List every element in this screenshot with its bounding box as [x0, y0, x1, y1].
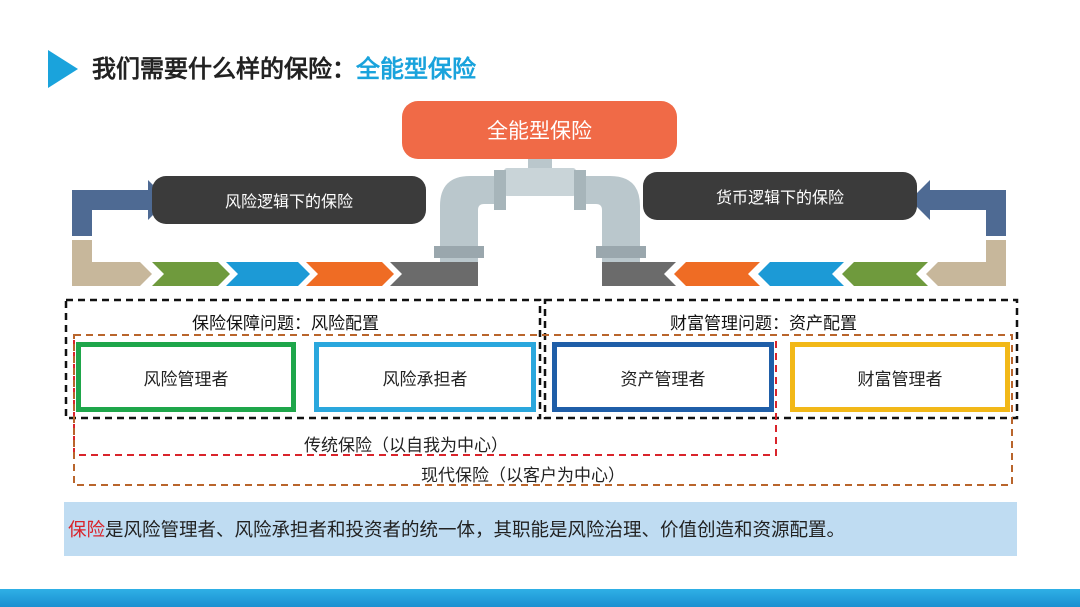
modern-insurance-label: 现代保险（以客户为中心）: [421, 466, 625, 486]
loop-left-arrow-gray: [390, 262, 478, 286]
risk-logic-node: 风险逻辑下的保险: [152, 176, 426, 224]
loop-right-arrow-blue: [758, 262, 844, 286]
loop-right-arrow-orange: [674, 262, 760, 286]
pipe-right-collar: [596, 246, 646, 258]
loop-left-arrow-green: [152, 262, 230, 286]
asset-config-frame: [543, 298, 1019, 420]
title-highlight: 全能型保险: [356, 55, 476, 83]
hub-node: 全能型保险: [402, 101, 677, 159]
flow-diagram: [72, 150, 1006, 286]
loop-right-arrow-gray: [602, 262, 676, 286]
title-prefix: 我们需要什么样的保险：: [92, 55, 356, 83]
loop-left-top-arrow: [72, 180, 168, 236]
summary-banner: 保险是风险管理者、风险承担者和投资者的统一体，其职能是风险治理、价值创造和资源配…: [64, 502, 1017, 556]
pipe-right: [586, 176, 640, 262]
risk-config-frame: [64, 298, 542, 420]
role-risk-manager: 风险管理者: [76, 342, 296, 412]
loop-right-corner-arrow: [926, 240, 1006, 286]
role-wealth-manager: 财富管理者: [790, 342, 1010, 412]
loop-right-arrow-green: [842, 262, 928, 286]
loop-right-top-arrow: [910, 180, 1006, 236]
risk-config-label: 保险保障问题：风险配置: [192, 314, 379, 334]
page-title: 我们需要什么样的保险：全能型保险: [92, 52, 476, 86]
dashed-frames: [64, 298, 1019, 486]
traditional-insurance-label: 传统保险（以自我为中心）: [304, 436, 508, 456]
role-asset-manager: 资产管理者: [552, 342, 774, 412]
money-logic-node: 货币逻辑下的保险: [643, 172, 917, 220]
loop-left-arrow-blue: [226, 262, 310, 286]
loop-left-corner-arrow: [72, 240, 152, 286]
pipe-left-collar: [434, 246, 484, 258]
asset-config-label: 财富管理问题：资产配置: [670, 314, 857, 334]
bottom-bar: [0, 589, 1080, 607]
banner-text: 是风险管理者、风险承担者和投资者的统一体，其职能是风险治理、价值创造和资源配置。: [105, 520, 846, 541]
title-arrow-icon: [48, 50, 78, 88]
pipe-left: [440, 176, 494, 262]
role-risk-bearer: 风险承担者: [314, 342, 536, 412]
loop-left-arrow-orange: [306, 262, 394, 286]
banner-keyword: 保险: [68, 520, 106, 541]
modern-insurance-frame: [73, 334, 1013, 486]
